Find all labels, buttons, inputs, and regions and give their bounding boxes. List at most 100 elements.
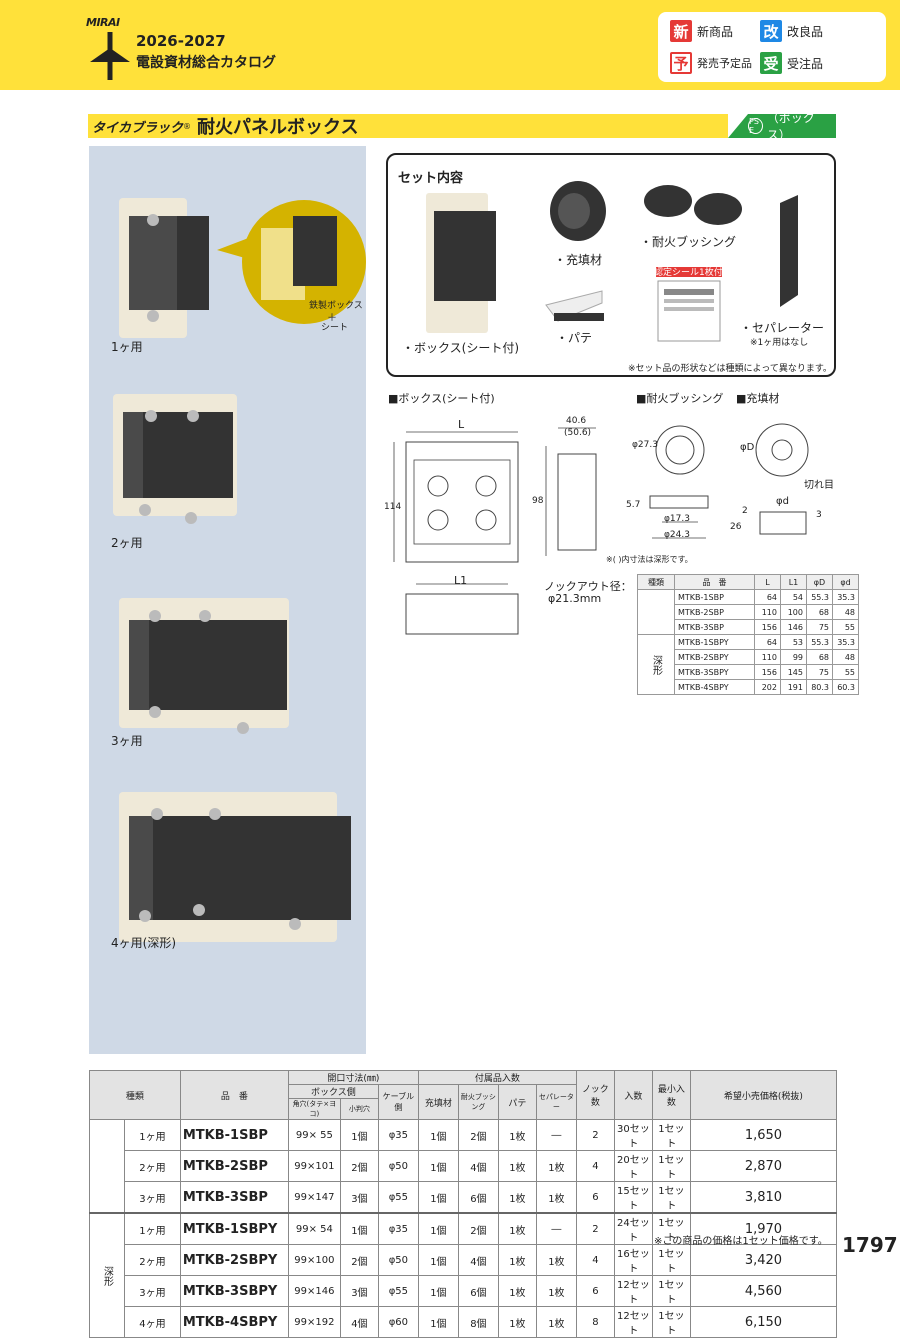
bushing-flange-dim: φ24.3 (664, 530, 690, 540)
drawing-filler-title: ■充填材 (736, 392, 780, 405)
price-deep-label: 深形 (89, 1212, 125, 1338)
price-square: 99×100 (287, 1244, 341, 1276)
price-header-accessories: 付属品入数 (417, 1070, 577, 1085)
price-header-price: 希望小売価格(税抜) (689, 1070, 838, 1120)
price-square: 99×101 (287, 1150, 341, 1182)
spec-d: 60.3 (832, 679, 859, 695)
price-value: 3,420 (689, 1244, 838, 1276)
photo-label-3-gang: 3ヶ用 (111, 734, 143, 748)
price-knock: 6 (575, 1275, 615, 1307)
price-small: 1個 (339, 1119, 379, 1151)
price-filler: 1個 (417, 1306, 459, 1338)
spec-L1: 146 (780, 619, 807, 635)
price-header-opening: 開口寸法(㎜) (287, 1070, 419, 1085)
box-4-gang-photo (119, 792, 351, 942)
price-small: 2個 (339, 1150, 379, 1182)
price-header-qty: 入数 (613, 1070, 653, 1120)
spec-L1: 100 (780, 604, 807, 620)
spec-header-d: φd (832, 574, 859, 590)
callout-sheet: シート (321, 323, 349, 333)
spec-D: 75 (806, 619, 833, 635)
knockout-diameter: φ21.3mm (548, 592, 602, 605)
price-putty: 1枚 (497, 1150, 537, 1182)
price-putty: 1枚 (497, 1275, 537, 1307)
price-cable: φ50 (377, 1150, 419, 1182)
price-qty: 15セット (613, 1181, 653, 1214)
spec-d: 48 (832, 604, 859, 620)
price-min: 1セット (651, 1275, 691, 1307)
price-bushing: 4個 (457, 1150, 499, 1182)
price-header-box-side: ボックス側 (287, 1084, 379, 1099)
price-header-putty: パテ (497, 1084, 537, 1120)
paren-dimension-note: ※( )内寸法は深形です。 (606, 555, 693, 564)
price-header-knock: ノック数 (575, 1070, 615, 1120)
filler-cut-label: 切れ目 (804, 480, 834, 491)
pse-label: （ボックス） (766, 111, 815, 142)
filler-2-dim: 2 (742, 506, 748, 516)
spec-D: 68 (806, 604, 833, 620)
price-type: 3ヶ用 (124, 1275, 181, 1307)
price-filler: 1個 (417, 1275, 459, 1307)
price-type: 4ヶ用 (124, 1306, 181, 1338)
spec-D: 68 (806, 649, 833, 665)
price-cable: φ55 (377, 1275, 419, 1307)
price-knock: 2 (575, 1119, 615, 1151)
price-cable: φ55 (377, 1181, 419, 1214)
set-item-separator: ・セパレーター (740, 321, 825, 335)
price-header-small: 小判穴 (339, 1098, 379, 1120)
spec-header-type: 種類 (637, 574, 675, 590)
set-contents-note: ※セット品の形状などは種類によって異なります。 (628, 364, 832, 374)
drawing-box-title: ■ボックス(シート付) (388, 392, 495, 405)
spec-code: MTKB-2SBPY (674, 649, 755, 665)
price-header-bushing: 耐火ブッシング (457, 1084, 499, 1120)
spec-d: 48 (832, 649, 859, 665)
set-contents-illustrations (426, 181, 798, 342)
separator-note: ※1ヶ用はなし (750, 338, 809, 348)
bushing-inner-dim: φ17.3 (664, 514, 690, 524)
price-small: 1個 (339, 1212, 379, 1245)
price-square: 99×146 (287, 1275, 341, 1307)
price-type: 1ヶ用 (124, 1212, 181, 1245)
legend-improved-label: 改良品 (787, 24, 824, 39)
price-value: 3,810 (689, 1181, 838, 1214)
spec-D: 55.3 (806, 589, 833, 605)
dim-L1: L1 (454, 574, 468, 587)
price-code: MTKB-3SBP (179, 1181, 289, 1214)
price-separator: 1枚 (535, 1150, 577, 1182)
catalog-year: 2026-2027 (136, 32, 226, 50)
price-header-min: 最小入数 (651, 1070, 691, 1120)
dim-L: L (458, 418, 465, 431)
dim-depth-deep: (50.6) (564, 428, 592, 438)
price-qty: 12セット (613, 1275, 653, 1307)
price-small: 3個 (339, 1275, 379, 1307)
callout-plus: ＋ (327, 313, 337, 324)
set-contents-title: セット内容 (398, 171, 464, 186)
brand-name: タイカブラック (92, 120, 184, 136)
spec-deep-label: 深形 (637, 634, 675, 695)
price-knock: 6 (575, 1181, 615, 1214)
price-bushing: 6個 (457, 1275, 499, 1307)
spec-L1: 191 (780, 679, 807, 695)
product-photo-column: 1ヶ用 2ヶ用 3ヶ用 4ヶ用(深形) 鉄製ボックス ＋ シート (89, 146, 366, 1054)
price-cable: φ35 (377, 1119, 419, 1151)
price-qty: 16セット (613, 1244, 653, 1276)
dim-depth: 40.6 (566, 416, 587, 426)
spec-D: 75 (806, 664, 833, 680)
price-square: 99×147 (287, 1181, 341, 1214)
price-value: 4,560 (689, 1275, 838, 1307)
price-square: 99×192 (287, 1306, 341, 1338)
price-filler: 1個 (417, 1181, 459, 1214)
price-small: 4個 (339, 1306, 379, 1338)
price-code: MTKB-1SBP (179, 1119, 289, 1151)
price-header-cable: ケーブル側 (377, 1084, 419, 1120)
spec-L1: 53 (780, 634, 807, 650)
price-cable: φ50 (377, 1244, 419, 1276)
price-code: MTKB-2SBPY (179, 1244, 289, 1276)
price-bushing: 4個 (457, 1244, 499, 1276)
